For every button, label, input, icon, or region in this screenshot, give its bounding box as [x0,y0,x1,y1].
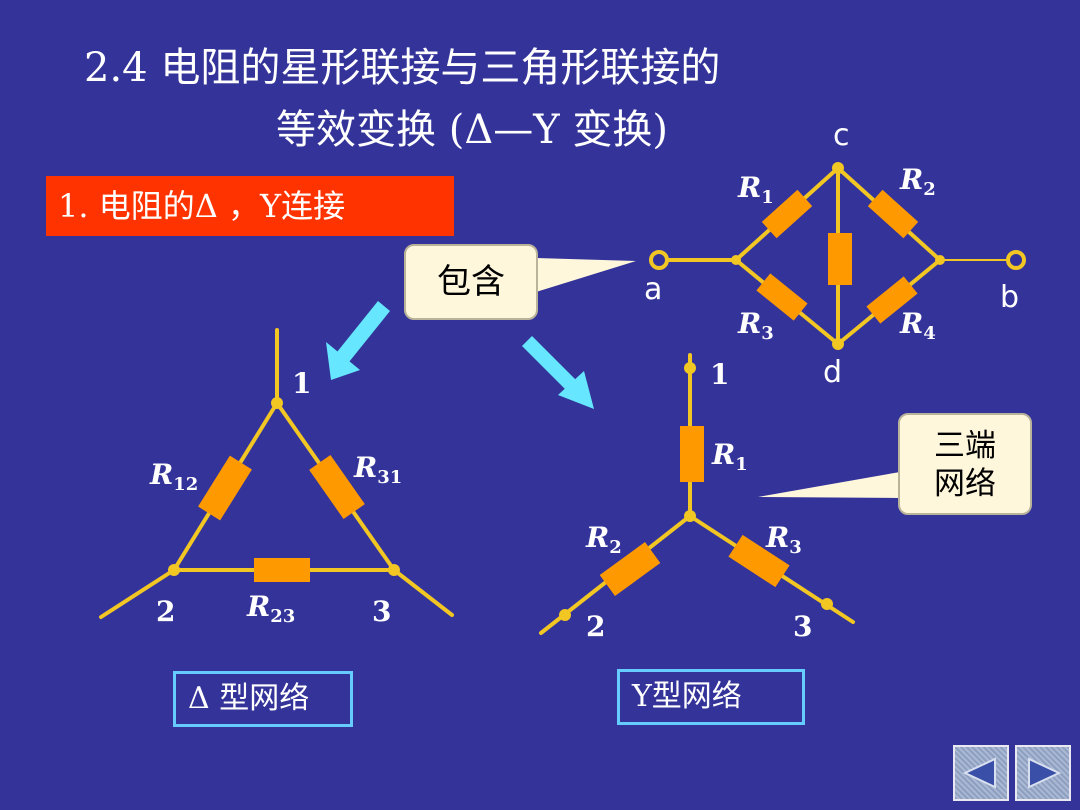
star-label-node-2: 2 [586,610,605,643]
bridge-terminal-b [1006,250,1026,270]
bridge-network [649,162,1026,350]
delta-resistor-r12 [198,455,252,521]
bridge-resistor-label-r3: R3 [737,307,774,344]
star-resistor-r1 [680,426,704,482]
star-terminal-2 [559,609,571,621]
star-label-node-3: 3 [793,610,812,643]
prev-slide-button[interactable] [953,745,1009,801]
star-network [539,353,855,635]
callout-three-tail [758,472,900,498]
star-center-node [684,510,696,522]
bridge-resistor-label-r2: R2 [899,163,936,200]
callout-three-line-1: 三端 [934,428,996,464]
bridge-resistor-r1 [761,189,813,239]
bridge-label-d: d [823,355,842,390]
arrow-left-down-icon [326,301,390,380]
page-title-line-1: 2.4 电阻的星形联接与三角形联接的 [84,45,721,91]
delta-network [99,328,454,619]
delta-resistor-label-r31: R31 [353,451,402,488]
star-resistor-label-r3: R3 [765,521,802,558]
bridge-label-a: a [644,272,662,307]
callout-contain-tail [536,258,636,292]
star-terminal-3 [821,598,833,610]
delta-node-3 [388,564,400,576]
delta-network-label: Δ 型网络 [173,671,353,727]
delta-resistor-r23 [254,558,310,582]
delta-label-node-1: 1 [292,367,311,400]
delta-node-2 [168,564,180,576]
star-label-node-1: 1 [710,358,729,391]
star-network-label: Y型网络 [617,669,805,725]
section-label: 1. 电阻的Δ ，Y连接 [46,176,454,236]
delta-resistor-label-r12: R12 [149,458,198,495]
bridge-resistor-label-r1: R1 [737,171,774,208]
bridge-resistor-r4 [866,276,918,324]
next-slide-button[interactable] [1015,745,1071,801]
delta-label-node-2: 2 [156,595,175,628]
delta-resistor-label-r23: R23 [246,590,295,627]
callout-contain: 包含 [404,244,538,320]
bridge-label-c: c [833,118,850,153]
page-title-line-2: 等效变换 (Δ—Y 变换) [276,107,668,153]
bridge-resistor-r3 [756,273,808,321]
arrow-right-icon [1028,757,1062,789]
star-terminal-1 [684,362,696,374]
delta-resistor-r31 [309,454,365,520]
bridge-label-b: b [1000,280,1019,315]
star-resistor-r2 [599,542,661,596]
bridge-terminal-a [649,250,669,270]
bridge-resistor-label-r4: R4 [899,307,936,344]
delta-label-node-3: 3 [372,595,391,628]
arrow-left-icon [962,757,996,789]
star-resistor-r3 [728,534,790,588]
bridge-node-d [832,338,844,350]
bridge-resistor-middle [828,233,852,285]
callout-three-line-2: 网络 [934,466,996,502]
bridge-resistor-r2 [867,189,919,239]
delta-node-1 [271,397,283,409]
bridge-node-c [832,162,844,174]
callout-three-terminal: 三端 网络 [898,413,1032,515]
star-resistor-label-r2: R2 [585,521,622,558]
star-resistor-label-r1: R1 [711,438,748,475]
arrow-right-down-icon [522,336,594,409]
